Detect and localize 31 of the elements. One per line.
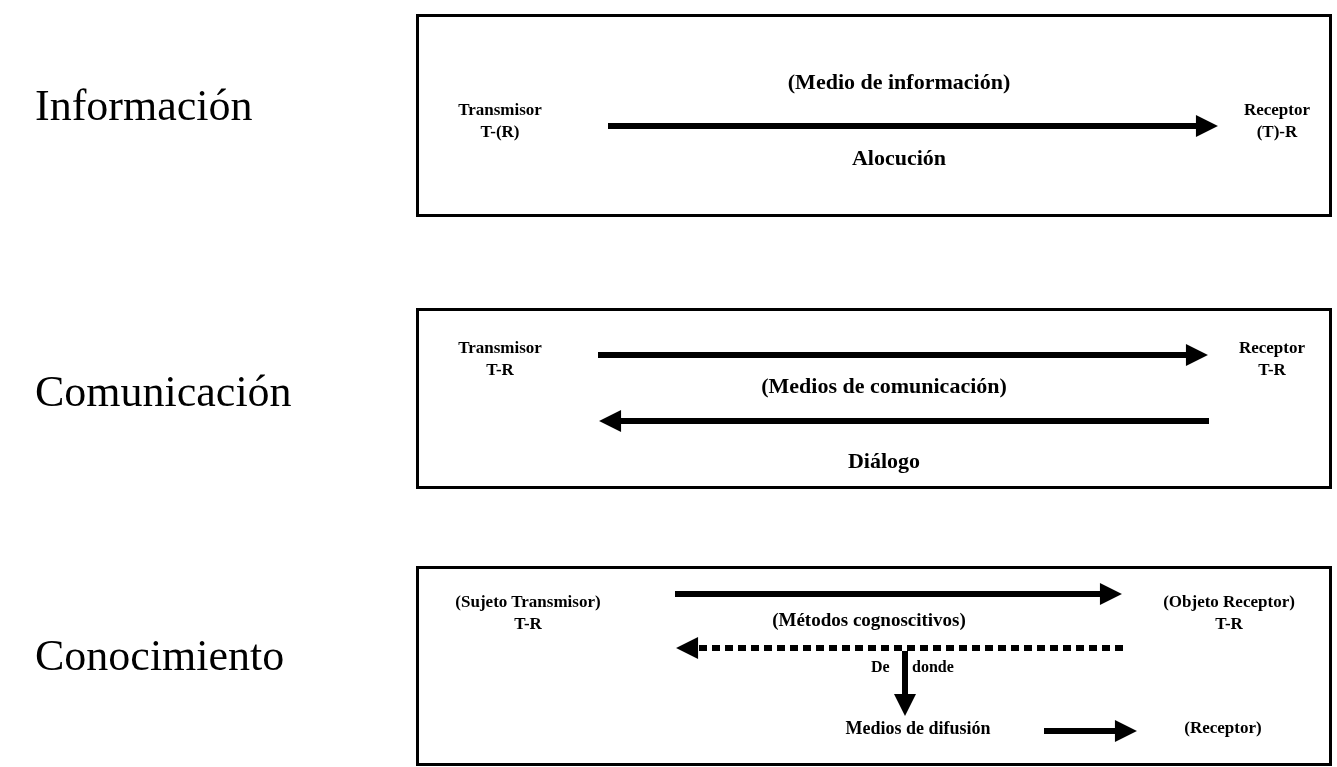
node-text: Receptor (1243, 99, 1311, 121)
arrow (676, 637, 1123, 659)
text-label: donde (912, 657, 954, 677)
node-text: Receptor (1238, 337, 1306, 359)
node-text: Medios de difusión (845, 717, 991, 740)
arrow (894, 651, 916, 716)
panel-box (416, 566, 1332, 766)
arrow (598, 344, 1208, 366)
node-text: T-R (486, 359, 514, 382)
node-text: (Sujeto Transmisor) (455, 591, 601, 613)
node-text: (Objeto Receptor) (1163, 591, 1295, 613)
text-label: Diálogo (847, 448, 921, 475)
text-label: Alocución (851, 145, 947, 172)
arrow (1044, 720, 1137, 742)
node-text: T-R (1215, 613, 1243, 636)
node-text: T-(R) (480, 121, 520, 144)
section-heading: Comunicación (35, 366, 292, 417)
arrow (599, 410, 1209, 432)
section-heading: Conocimiento (35, 630, 285, 681)
panel-box (416, 308, 1332, 489)
text-label: De (871, 657, 890, 677)
panel-box (416, 14, 1332, 217)
node-text: Transmisor (458, 99, 542, 121)
node-text: T-R (514, 613, 542, 636)
arrow (608, 115, 1218, 137)
arrow (675, 583, 1122, 605)
node-text: T-R (1258, 359, 1286, 382)
node-text: Transmisor (458, 337, 542, 359)
section-heading: Información (35, 80, 253, 131)
node-text: (Receptor) (1184, 717, 1262, 739)
node-text: (T)-R (1256, 121, 1298, 144)
